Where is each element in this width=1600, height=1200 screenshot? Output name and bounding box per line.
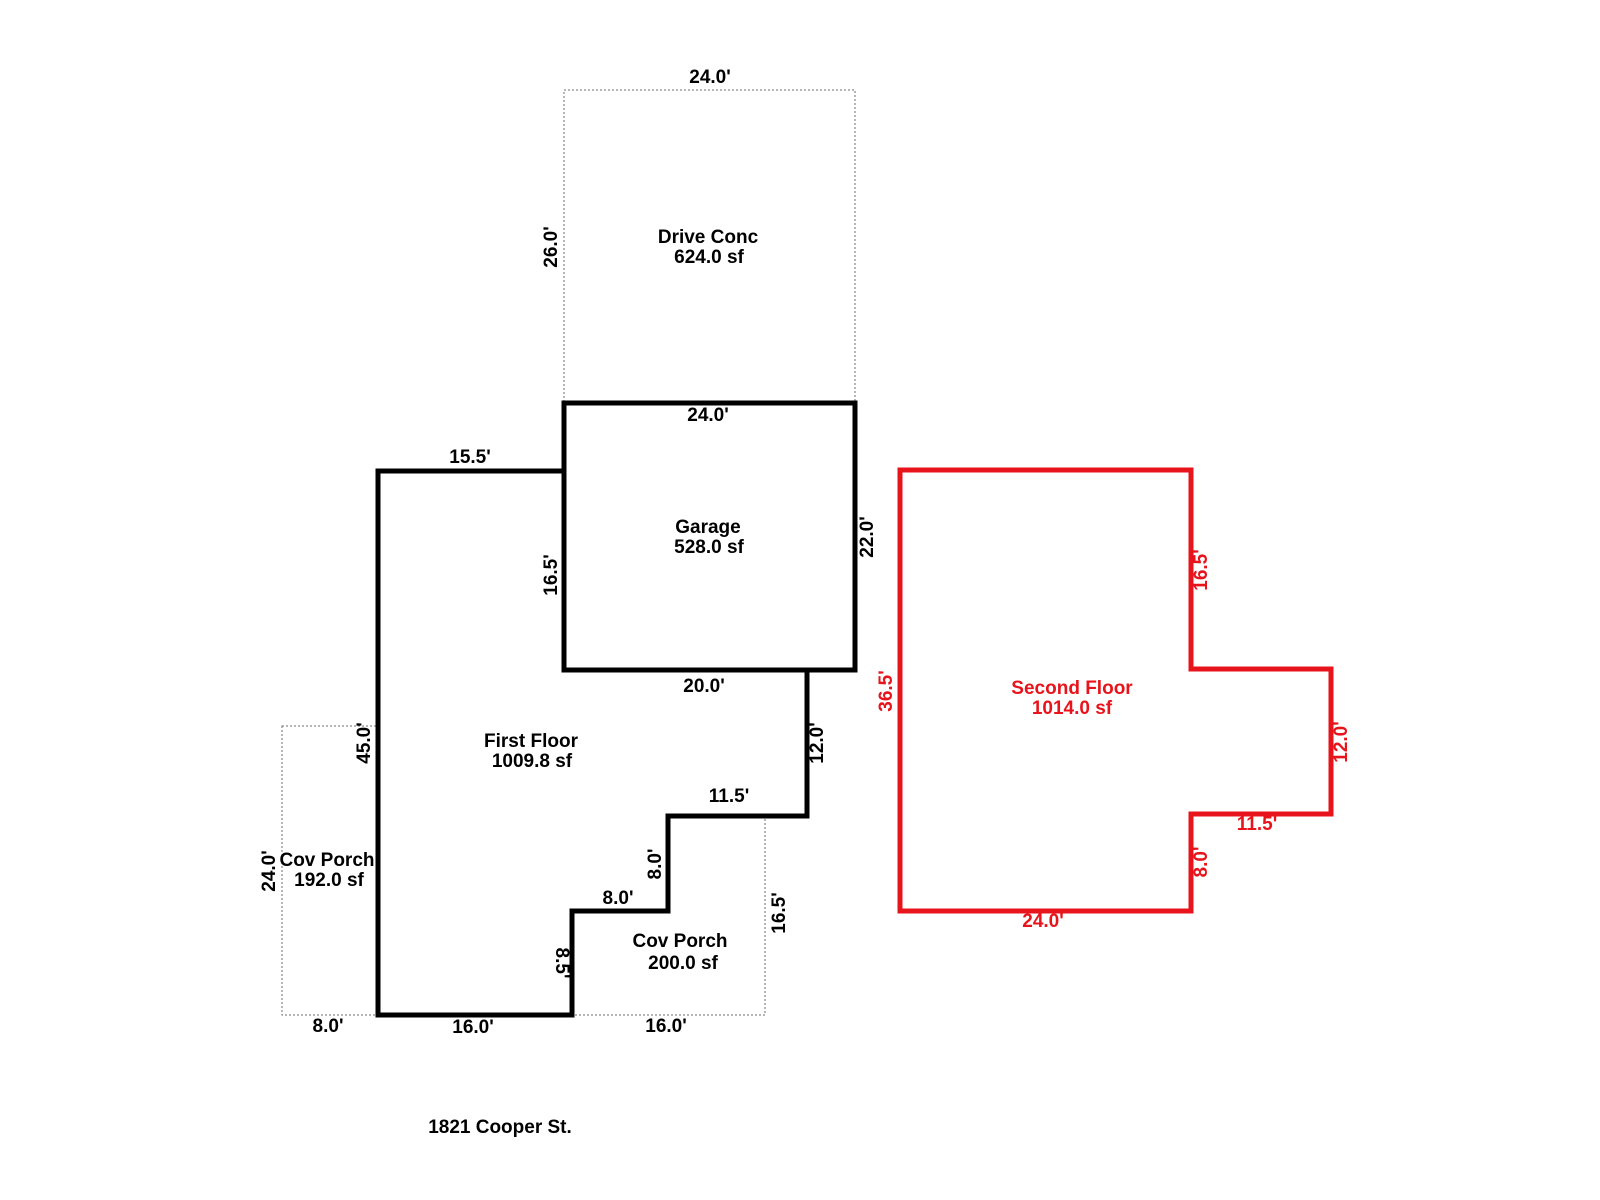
drive-conc-size: 624.0 sf: [674, 247, 744, 268]
drive-conc-name: Drive Conc: [658, 227, 759, 248]
dim-porch-right-side: 16.5': [769, 892, 790, 934]
cov-porch-left-size: 192.0 sf: [294, 870, 364, 891]
dim-first-step-top: 11.5': [709, 786, 749, 807]
dim-porch-right-bottom: 16.0': [645, 1016, 687, 1037]
garage-name: Garage: [675, 517, 740, 538]
second-floor-name: Second Floor: [1011, 678, 1133, 699]
dim-second-bottom: 24.0': [1022, 911, 1064, 932]
cov-porch-left-name: Cov Porch: [279, 850, 374, 871]
dim-second-wing-right: 12.0': [1331, 721, 1352, 763]
cov-porch-right-name: Cov Porch: [632, 931, 727, 952]
dim-porch-left-side: 24.0': [259, 850, 280, 892]
dim-first-step-right: 12.0': [807, 722, 828, 764]
garage-outline: [561, 400, 858, 673]
dim-second-wing-bottom: 11.5': [1237, 814, 1277, 835]
dim-second-lower-right: 8.0': [1191, 847, 1212, 878]
dim-first-step-low: 8.0': [603, 888, 634, 909]
first-floor-size: 1009.8 sf: [492, 751, 573, 772]
second-floor-size: 1014.0 sf: [1032, 698, 1113, 719]
dim-first-step-bottom: 8.5': [551, 948, 572, 979]
dim-first-left: 45.0': [354, 722, 375, 764]
dim-second-left: 36.5': [876, 670, 897, 712]
second-floor-outline: [897, 467, 1334, 914]
dim-garage-top: 24.0': [687, 405, 729, 426]
dim-first-step-mid: 8.0': [645, 849, 666, 880]
dim-first-bottom: 16.0': [452, 1017, 494, 1038]
first-floor-name: First Floor: [484, 731, 579, 752]
dim-garage-right: 22.0': [857, 516, 878, 558]
dim-garage-left: 16.5': [541, 554, 562, 596]
cov-porch-right-size: 200.0 sf: [648, 953, 718, 974]
property-address: 1821 Cooper St.: [428, 1117, 572, 1138]
dim-first-top: 15.5': [449, 447, 491, 468]
dim-drive-left: 26.0': [541, 226, 562, 268]
dim-drive-top: 24.0': [689, 67, 731, 88]
garage-size: 528.0 sf: [674, 537, 744, 558]
dim-porch-left-bottom: 8.0': [313, 1016, 344, 1037]
dim-garage-bottom: 20.0': [683, 676, 725, 697]
dim-second-upper-right: 16.5': [1191, 549, 1212, 591]
